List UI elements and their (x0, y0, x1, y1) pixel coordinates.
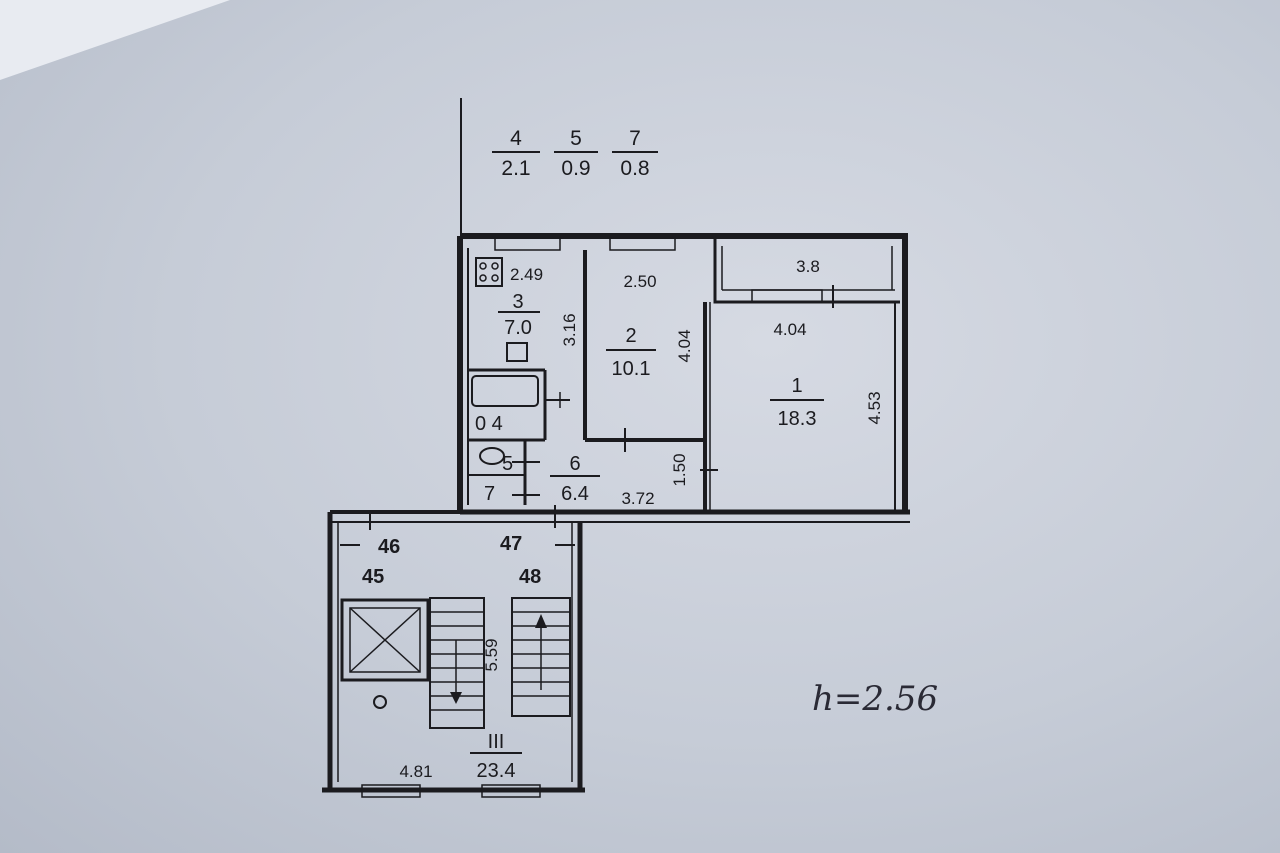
garbage-chute (373, 695, 387, 709)
stair-run-down (429, 597, 485, 729)
dim-5-59: 5.59 (482, 638, 501, 671)
toilet (479, 447, 505, 465)
sink (506, 342, 528, 362)
dim-1-50: 1.50 (670, 453, 689, 486)
room-1-num: 1 (791, 375, 802, 397)
legend-area-5: 0.9 (561, 157, 590, 180)
room-3-num: 3 (512, 291, 523, 313)
apartment-47: 47 (500, 533, 522, 555)
paper-fold (0, 0, 230, 80)
stove-burner (491, 262, 499, 270)
room-7-num: 7 (484, 483, 495, 505)
dim-4-81: 4.81 (399, 762, 432, 781)
outer-wall (457, 233, 908, 512)
stair-area: 23.4 (477, 760, 516, 782)
window (609, 237, 676, 251)
window (361, 784, 421, 798)
apartment-45: 45 (362, 566, 384, 588)
room-2-num: 2 (625, 325, 636, 347)
elevator-shaft (340, 598, 430, 682)
stove-burner (479, 274, 487, 282)
stove (475, 257, 503, 287)
window (751, 289, 823, 303)
balcony-area: 3.8 (796, 257, 820, 276)
window (481, 784, 541, 798)
apartment-46: 46 (378, 536, 400, 558)
legend-num-5: 5 (570, 127, 582, 150)
room-3-area: 7.0 (504, 317, 532, 339)
room-1-area: 18.3 (778, 408, 817, 430)
arrow-up-head-icon (535, 614, 547, 628)
dim-4-04-room1: 4.04 (773, 320, 806, 339)
dim-3-16: 3.16 (560, 313, 579, 346)
legend-area-4: 2.1 (501, 157, 530, 180)
room-5-num: 5 (502, 453, 513, 475)
dim-2-49: 2.49 (510, 265, 543, 284)
room-2-area: 10.1 (612, 358, 651, 380)
dim-2-50: 2.50 (623, 272, 656, 291)
stove-burner (479, 262, 487, 270)
stair-run-up (511, 597, 571, 717)
legend-area-7: 0.8 (620, 157, 649, 180)
elevator-cab (349, 607, 421, 673)
window (494, 237, 561, 251)
room-4-label: 0 4 (475, 413, 503, 435)
legend-num-7: 7 (629, 127, 641, 150)
dim-4-53: 4.53 (865, 391, 884, 424)
apartment-48: 48 (519, 566, 541, 588)
balcony-wall (713, 238, 900, 304)
bathtub (471, 375, 539, 407)
room-6-area: 6.4 (561, 483, 589, 505)
legend-num-4: 4 (510, 127, 522, 150)
room-6-num: 6 (569, 453, 580, 475)
arrow-down-head-icon (450, 692, 462, 704)
stove-burner (491, 274, 499, 282)
stair-num: III (488, 731, 505, 753)
ceiling-height-note: h=2.56 (812, 679, 938, 719)
elevator-cross (349, 607, 421, 673)
dim-4-04-room2: 4.04 (675, 329, 694, 362)
dim-3-72: 3.72 (621, 489, 654, 508)
